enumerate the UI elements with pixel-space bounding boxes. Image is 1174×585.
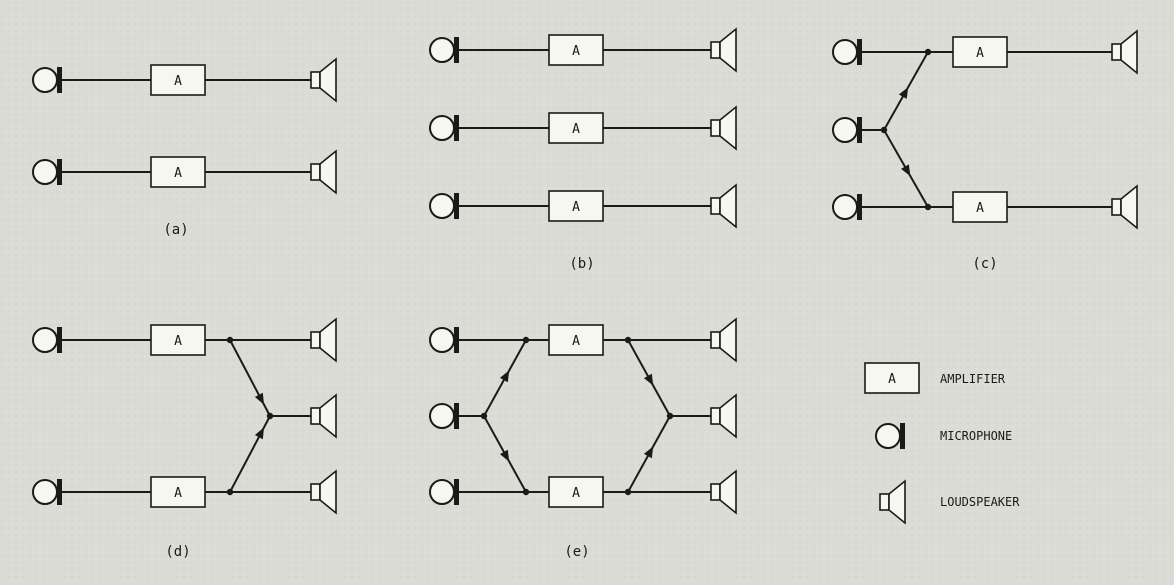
- amplifier-box: A: [864, 362, 920, 394]
- microphone-icon: [429, 327, 459, 353]
- caption-c: (c): [972, 256, 997, 272]
- arrow-icon: [643, 446, 654, 459]
- junction-dot: [924, 48, 932, 56]
- amplifier-label: A: [572, 486, 580, 501]
- loudspeaker-icon: [1111, 184, 1138, 230]
- caption-b: (b): [569, 256, 594, 272]
- amplifier-label: A: [976, 46, 984, 61]
- amplifier-label: A: [572, 122, 580, 137]
- arrow-icon: [901, 164, 911, 177]
- amplifier-label: A: [174, 166, 182, 181]
- junction-dot: [624, 336, 632, 344]
- amplifier-box: A: [548, 476, 604, 508]
- arrow-icon: [898, 87, 909, 99]
- amplifier-label: A: [976, 201, 984, 216]
- microphone-icon: [429, 193, 459, 219]
- junction-dot: [522, 336, 530, 344]
- arrow-icon: [254, 427, 264, 440]
- amplifier-box: A: [952, 191, 1008, 223]
- amplifier-label: A: [572, 44, 580, 59]
- amplifier-label: A: [572, 334, 580, 349]
- arrow-icon: [643, 373, 654, 386]
- amplifier-box: A: [150, 324, 206, 356]
- amplifier-label: A: [174, 334, 182, 349]
- amplifier-label: A: [572, 200, 580, 215]
- junction-dot: [924, 203, 932, 211]
- loudspeaker-icon: [310, 149, 337, 195]
- arrow-icon: [254, 392, 264, 405]
- arrow-icon: [499, 449, 510, 462]
- loudspeaker-icon: [310, 57, 337, 103]
- loudspeaker-icon: [710, 469, 737, 515]
- junction-dot: [226, 488, 234, 496]
- microphone-icon: [832, 39, 862, 65]
- caption-e: (e): [564, 544, 589, 560]
- junction-dot: [880, 126, 888, 134]
- loudspeaker-icon: [879, 479, 906, 525]
- amplifier-box: A: [548, 34, 604, 66]
- junction-dot: [522, 488, 530, 496]
- microphone-icon: [429, 37, 459, 63]
- arrow-icon: [499, 370, 510, 383]
- microphone-icon: [832, 117, 862, 143]
- loudspeaker-icon: [710, 105, 737, 151]
- loudspeaker-icon: [310, 469, 337, 515]
- amplifier-label: A: [174, 74, 182, 89]
- legend-amplifier-label: AMPLIFIER: [940, 372, 1006, 386]
- loudspeaker-icon: [310, 317, 337, 363]
- junction-dot: [226, 336, 234, 344]
- loudspeaker-icon: [310, 393, 337, 439]
- legend-microphone-label: MICROPHONE: [940, 429, 1012, 443]
- loudspeaker-icon: [710, 317, 737, 363]
- amplifier-label: A: [888, 372, 896, 387]
- loudspeaker-icon: [1111, 29, 1138, 75]
- amplifier-box: A: [150, 476, 206, 508]
- caption-d: (d): [165, 544, 190, 560]
- loudspeaker-icon: [710, 183, 737, 229]
- microphone-icon: [32, 479, 62, 505]
- junction-dot: [480, 412, 488, 420]
- amplifier-box: A: [548, 190, 604, 222]
- microphone-icon: [832, 194, 862, 220]
- amplifier-box: A: [952, 36, 1008, 68]
- loudspeaker-icon: [710, 27, 737, 73]
- legend-loudspeaker-label: LOUDSPEAKER: [940, 495, 1020, 509]
- microphone-icon: [429, 115, 459, 141]
- microphone-icon: [429, 403, 459, 429]
- caption-a: (a): [163, 222, 188, 238]
- junction-dot: [666, 412, 674, 420]
- amplifier-label: A: [174, 486, 182, 501]
- amplifier-box: A: [150, 156, 206, 188]
- amplifier-box: A: [548, 112, 604, 144]
- microphone-icon: [32, 327, 62, 353]
- junction-dot: [266, 412, 274, 420]
- amplifier-box: A: [150, 64, 206, 96]
- amplifier-box: A: [548, 324, 604, 356]
- microphone-icon: [875, 423, 905, 449]
- loudspeaker-icon: [710, 393, 737, 439]
- junction-dot: [624, 488, 632, 496]
- microphone-icon: [429, 479, 459, 505]
- microphone-icon: [32, 67, 62, 93]
- microphone-icon: [32, 159, 62, 185]
